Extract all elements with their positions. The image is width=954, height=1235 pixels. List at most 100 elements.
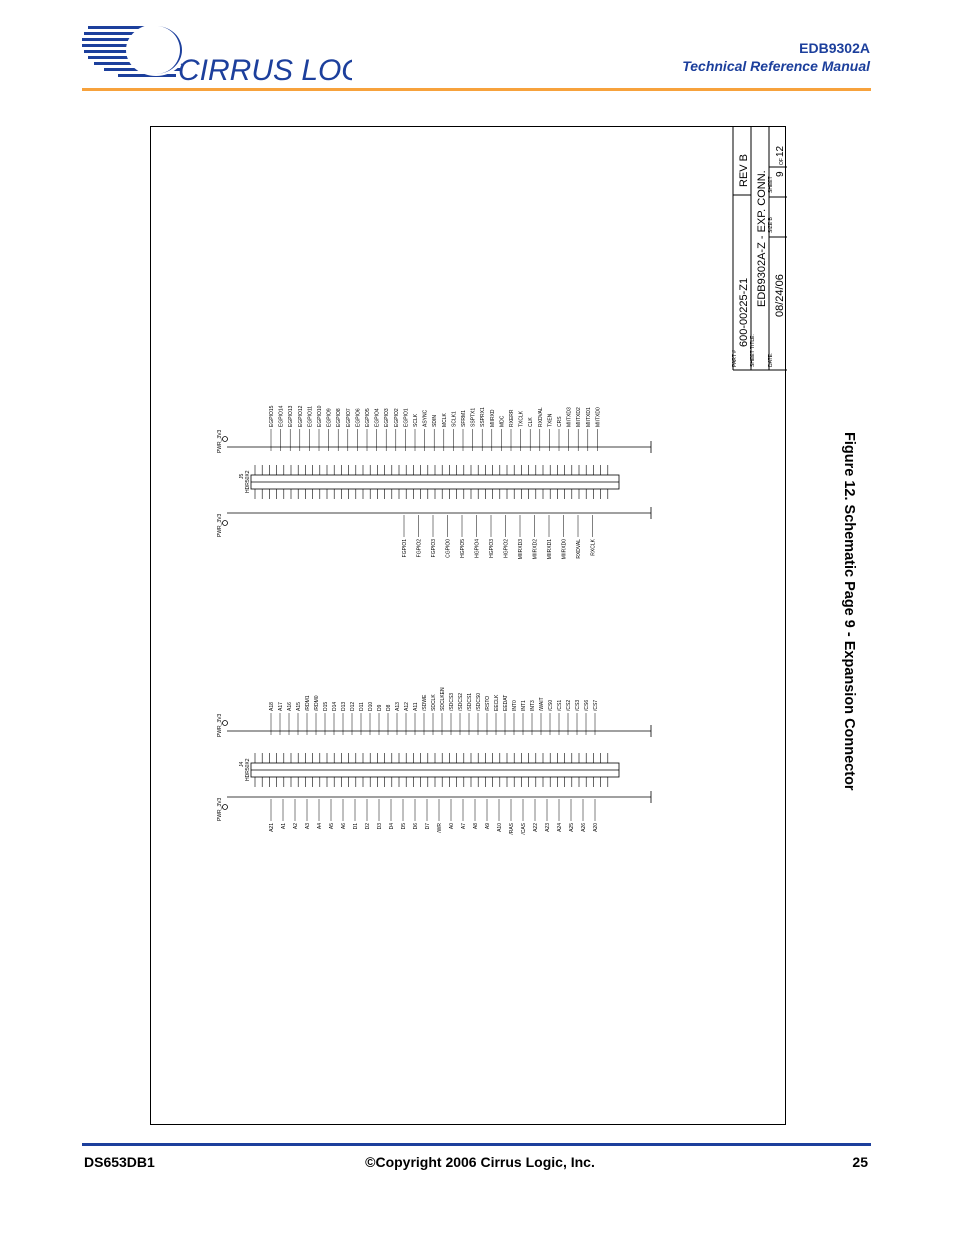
connector-j5	[222, 436, 652, 526]
signal-label: SSPTX1	[471, 408, 477, 427]
signal-label: /SDWE	[422, 694, 428, 711]
signal-label: EGPIO1	[403, 408, 409, 427]
signal-label: EGPIO14	[279, 405, 285, 427]
signal-label: A21	[269, 823, 275, 832]
sheet-of-label: OF	[779, 158, 785, 165]
signal-label: HGPIO4	[475, 539, 481, 558]
signal-label: D9	[377, 704, 383, 711]
signal-label: SDCLKEN	[440, 687, 446, 711]
signal-label: MIITXD1	[586, 407, 592, 427]
signal-label: MDC	[499, 415, 505, 427]
signal-label: /RSTO	[485, 696, 491, 711]
footer-copyright: ©Copyright 2006 Cirrus Logic, Inc.	[365, 1154, 595, 1170]
signal-label: D3	[377, 823, 383, 830]
signal-label: MIIRXD3	[518, 539, 524, 560]
signal-label: HGPIO2	[504, 539, 510, 558]
signal-label: A23	[545, 823, 551, 832]
signal-label: D12	[350, 702, 356, 711]
part-number-label: PART #	[732, 350, 738, 367]
signal-label: EGPIO11	[307, 406, 313, 427]
signal-label: CGPIO0	[446, 539, 452, 558]
sheet-total: 12	[775, 145, 786, 157]
signal-label: /SDCS1	[467, 693, 473, 711]
signal-label: D14	[332, 702, 338, 711]
signal-label: /RDM1	[305, 695, 311, 711]
signal-label: EGPIO15	[269, 405, 275, 427]
signal-label: TXCLK	[519, 410, 525, 427]
signal-label: TXEN	[547, 413, 553, 427]
signal-label: A11	[413, 702, 419, 711]
signal-label: RXCLK	[591, 538, 597, 555]
signal-label: D2	[365, 823, 371, 830]
signal-label: CLK	[528, 417, 534, 427]
signal-label: MIITXD3	[567, 407, 573, 427]
part-number: 600-00225-Z1	[738, 278, 750, 347]
signal-label: /SDCS2	[458, 693, 464, 711]
signal-label: A26	[581, 823, 587, 832]
signal-label: /CS2	[566, 700, 572, 711]
manual-title: Technical Reference Manual	[682, 58, 870, 74]
logo-wordmark: CIRRUS LOGIC	[178, 54, 352, 86]
footer-rule	[82, 1143, 871, 1146]
signal-label: EGPIO12	[298, 405, 304, 427]
signal-label: A1	[281, 823, 287, 829]
signal-label: A10	[497, 823, 503, 832]
signal-label: MIITXD0	[595, 407, 601, 427]
signal-label: INT0	[512, 700, 518, 711]
signal-label: MIIRXD2	[533, 539, 539, 560]
signal-label: A24	[557, 823, 563, 832]
signal-label: /RAS	[509, 822, 515, 834]
cirrus-logic-logo: CIRRUS LOGIC	[82, 20, 395, 87]
signal-label: /CS0	[548, 700, 554, 711]
signal-label: MIITXD2	[576, 407, 582, 427]
signal-label: MCLK	[442, 412, 448, 427]
signal-label: A2	[293, 823, 299, 829]
signal-label: A8	[473, 823, 479, 829]
title-block	[732, 127, 787, 371]
signal-label: HGPIO3	[489, 539, 495, 558]
header-rule	[82, 88, 871, 91]
signal-label: CRS	[557, 416, 563, 427]
signal-label: A22	[533, 823, 539, 832]
signal-label: A16	[287, 702, 293, 711]
signal-label: SCLK1	[451, 411, 457, 427]
sheet-title: EDB9302A-Z - EXP. CONN.	[756, 170, 768, 307]
signal-label: /SDCS0	[476, 693, 482, 711]
schematic-drawing: PART # 600-00225-Z1 REV B SHEET TITLE: E…	[217, 127, 787, 835]
signal-label: MIIRXD0	[562, 539, 568, 560]
signal-label: A7	[461, 823, 467, 829]
signal-label: /WR	[437, 823, 443, 833]
signal-label: FGPIO3	[431, 539, 437, 558]
power-net-j4-top: PWR_3V3	[217, 713, 223, 737]
signal-label: A3	[305, 823, 311, 829]
signal-label: /WAIT	[539, 697, 545, 711]
figure-caption-container: Figure 12. Schematic Page 9 - Expansion …	[835, 432, 857, 818]
power-net-j5-top: PWR_3V3	[217, 429, 223, 453]
footer-doc-number: DS653DB1	[84, 1154, 155, 1170]
signal-label: D10	[368, 702, 374, 711]
signal-label: D5	[401, 823, 407, 830]
signal-label: RXERR	[509, 409, 515, 427]
signal-label: EGPIO5	[365, 408, 371, 427]
signal-label: HGPIO5	[460, 539, 466, 558]
signal-label: EGPIO7	[346, 408, 352, 427]
signal-label: RXDVAL	[576, 539, 582, 559]
document-id: EDB9302A	[799, 40, 870, 56]
signal-label: SDIN	[432, 415, 438, 427]
revision: REV B	[738, 154, 750, 187]
signal-label: A18	[269, 702, 275, 711]
signal-label: /RDM0	[314, 695, 320, 711]
schematic-frame: PART # 600-00225-Z1 REV B SHEET TITLE: E…	[150, 126, 787, 1125]
j4-ref: J4	[239, 762, 245, 768]
signal-label: SFRM1	[461, 410, 467, 427]
signal-label: INT3	[530, 700, 536, 711]
signal-label: A5	[329, 823, 335, 829]
signal-label: A25	[569, 823, 575, 832]
signal-label: /SDCS3	[449, 693, 455, 711]
signal-label: ASYNC	[423, 409, 429, 427]
signal-label: A17	[278, 702, 284, 711]
signal-label: D4	[389, 823, 395, 830]
signal-label: D15	[323, 702, 329, 711]
signal-label: EGPIO3	[384, 408, 390, 427]
size-label: SIZE B	[768, 216, 774, 233]
